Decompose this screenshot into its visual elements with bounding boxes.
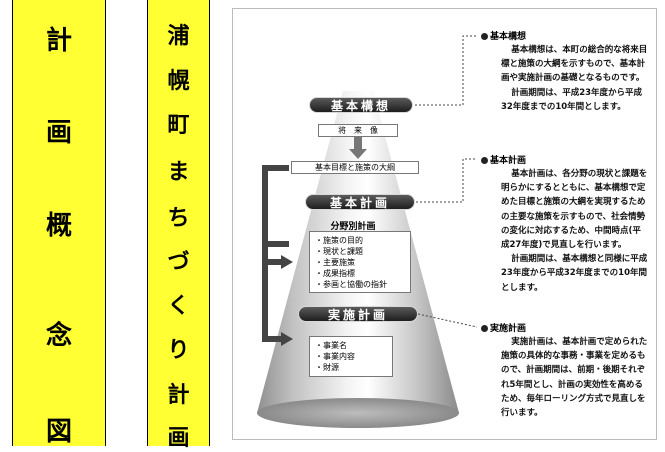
banner-char: 画 [45, 118, 72, 148]
banner-char: ま [167, 160, 190, 185]
banner-char: り [167, 338, 190, 363]
label-kihon-keikaku: 基本計画 [305, 194, 415, 210]
bullet-icon [481, 157, 488, 164]
jigyou-item: ・事業内容 [315, 352, 355, 361]
desc-heading-kousou: 基本構想 [481, 29, 526, 42]
banner-char: 念 [45, 321, 72, 351]
jigyou-item: ・財源 [315, 363, 339, 372]
desc-heading-jisshi: 実施計画 [481, 321, 526, 334]
desc-keikaku: 基本計画は、各分野の現状と課題を明らかにするとともに、基本構想で定めた目標と施策… [501, 169, 648, 293]
bullet-icon [481, 33, 488, 40]
bracket-line [262, 165, 289, 265]
banner-char: ち [167, 206, 190, 231]
leader-line [411, 35, 477, 106]
bunya-box: ・施策の目的 ・現状と課題 ・主要施策 ・成果指標 ・参画と協働の指針 [309, 231, 411, 293]
label-kihon-kousou: 基本構想 [309, 97, 413, 113]
banner-char: づ [167, 250, 190, 275]
banner-char: 計 [45, 26, 72, 56]
banner-char: く [167, 294, 190, 319]
pyramid-base [257, 398, 459, 428]
bunya-item: ・施策の目的 [315, 236, 363, 245]
bunya-item: ・主要施策 [315, 258, 355, 267]
banner-char: 計 [167, 383, 190, 408]
bunya-item: ・参画と協働の指針 [315, 280, 387, 289]
bunya-item: ・現状と課題 [315, 247, 363, 256]
title-banner-middle: 浦 幌 町 ま ち づ く り 計 画 [147, 0, 210, 451]
jigyou-item: ・事業名 [315, 341, 347, 350]
desc-jisshi: 実施計画は、基本計画で定められた施策の具体的な事務・事業を定めるもので、計画期間… [501, 337, 648, 419]
bullet-icon [481, 325, 488, 332]
bunya-title: 分野別計画 [330, 222, 376, 232]
bracket-arrow-icon [281, 332, 293, 346]
mokuhyou-box: 基本目標と施策の大綱 [291, 161, 419, 174]
label-jisshi-keikaku: 実施計画 [298, 306, 418, 322]
banner-char: 図 [45, 417, 72, 447]
desc-heading-keikaku: 基本計画 [481, 153, 526, 166]
banner-char: 町 [167, 113, 190, 138]
banner-char: 幌 [167, 69, 190, 94]
leader-line [416, 158, 477, 203]
shourai-zou-box: 将 来 像 [318, 124, 398, 137]
banner-char: 浦 [167, 24, 190, 49]
bunya-item: ・成果指標 [315, 269, 355, 278]
bracket-arrow-icon [281, 255, 293, 269]
banner-char: 画 [167, 426, 190, 451]
banner-char: 概 [45, 211, 72, 241]
down-arrow-icon [349, 136, 367, 159]
title-banner-left: 計 画 概 念 図 [12, 0, 106, 447]
desc-kousou: 基本構想は、本町の総合的な将来目標と施策の大綱を示すもので、基本計画や実施計画の… [501, 45, 648, 112]
bracket-line [262, 241, 289, 342]
jigyou-box: ・事業名 ・事業内容 ・財源 [309, 336, 393, 377]
concept-diagram-panel: 基本構想 基本計画 実施計画 将 来 像 基本目標と施策の大綱 分野別計画 ・施… [232, 8, 657, 440]
